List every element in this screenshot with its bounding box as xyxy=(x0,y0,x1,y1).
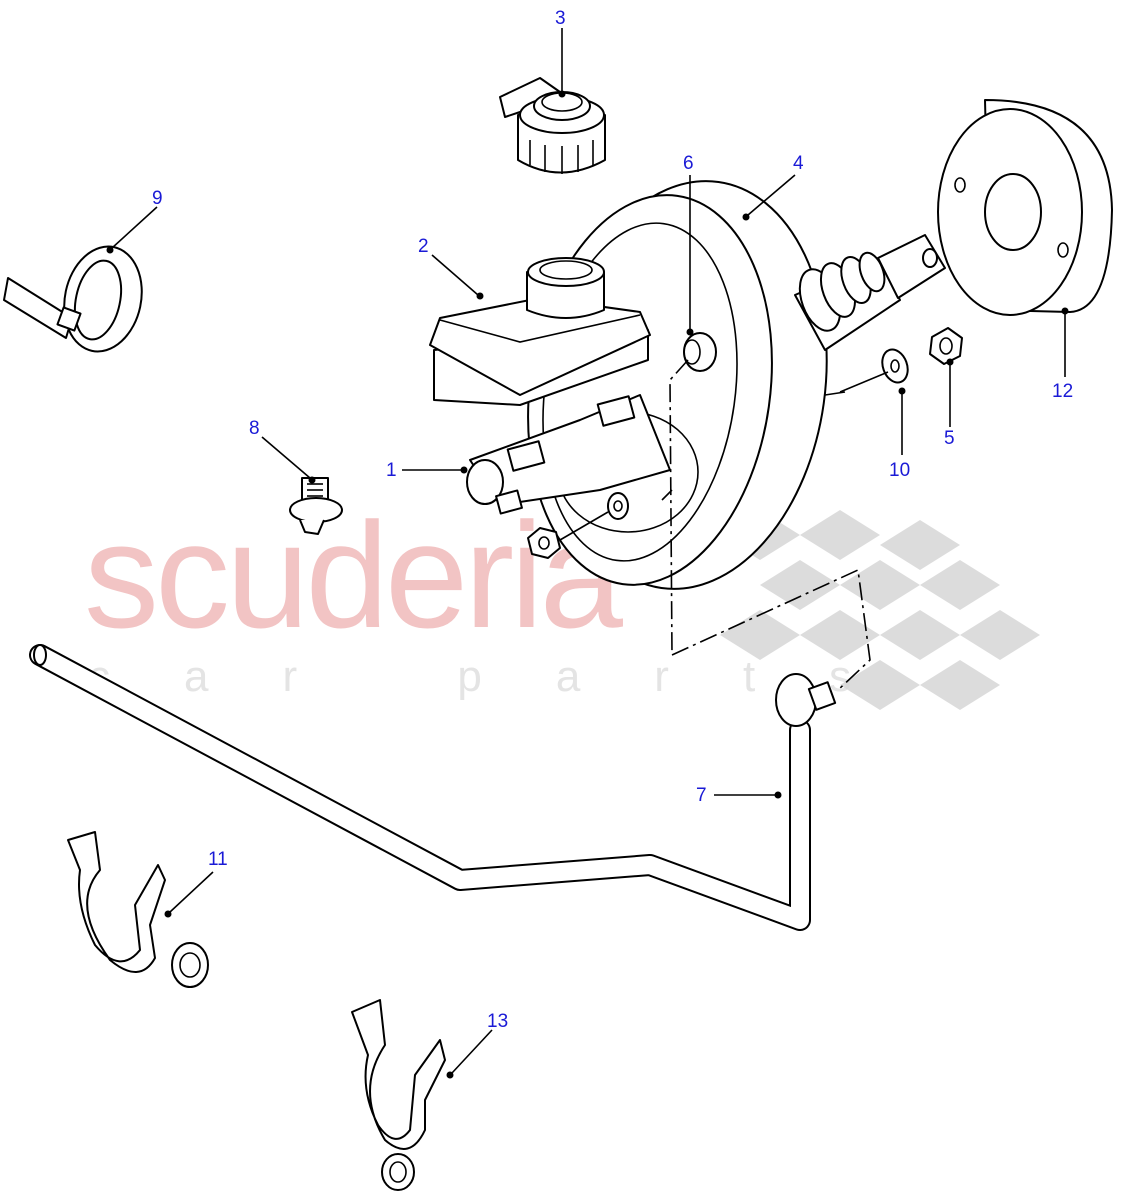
callout-11: 11 xyxy=(208,849,228,870)
callout-3: 3 xyxy=(555,8,566,29)
callout-10: 10 xyxy=(889,460,911,481)
watermark-tagline: car parts xyxy=(88,652,926,701)
vacuum-hose-7 xyxy=(29,644,837,931)
nut-5 xyxy=(929,327,963,365)
pushrod-boot xyxy=(794,234,946,396)
callout-4: 4 xyxy=(793,153,804,174)
mounting-nut xyxy=(527,527,561,559)
callout-7: 7 xyxy=(696,785,707,806)
callout-6: 6 xyxy=(683,153,694,174)
clip-8 xyxy=(289,477,343,535)
seal-6 xyxy=(683,332,717,372)
callout-12: 12 xyxy=(1052,381,1074,402)
callout-5: 5 xyxy=(944,428,955,449)
leader-lines xyxy=(106,28,1069,1079)
mounting-washer xyxy=(559,492,629,541)
callout-13: 13 xyxy=(487,1011,509,1032)
washer-10 xyxy=(839,348,909,393)
reservoir-cap-3 xyxy=(499,77,606,174)
checkered-flag-watermark xyxy=(720,510,1040,710)
watermark-brand: scuderia xyxy=(84,491,623,659)
callout-2: 2 xyxy=(418,236,429,257)
gasket-12 xyxy=(937,99,1113,316)
callout-1: 1 xyxy=(386,460,397,481)
alignment-lines xyxy=(661,359,871,691)
clamp-13 xyxy=(351,999,446,1191)
cable-tie-9 xyxy=(3,245,143,353)
callout-9: 9 xyxy=(152,188,163,209)
callout-8: 8 xyxy=(249,418,260,439)
clamp-11 xyxy=(67,831,209,988)
fluid-reservoir-2 xyxy=(429,257,651,406)
master-cylinder-1 xyxy=(466,394,671,515)
